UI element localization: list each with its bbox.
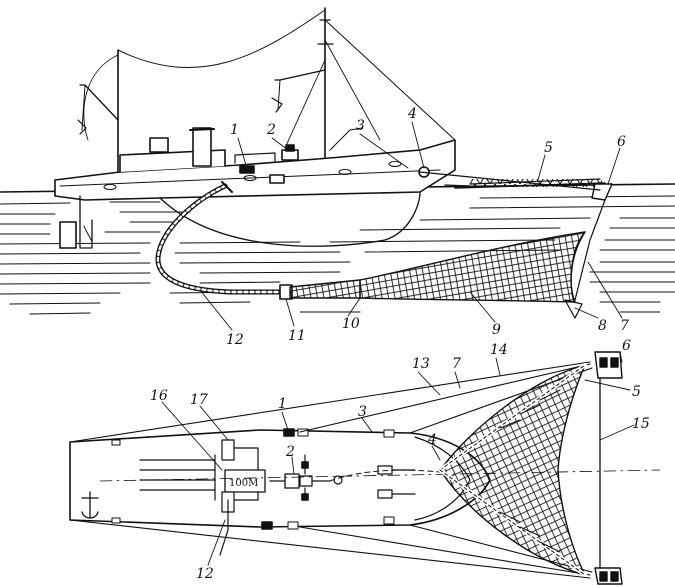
label-16-plan: 16 (150, 388, 168, 404)
winch-plate-text: 100М (229, 478, 258, 489)
label-7-plan: 7 (452, 356, 461, 372)
otter-boards-plan (594, 351, 623, 585)
leader-lines (161, 121, 635, 566)
label-8-side: 8 (598, 318, 607, 334)
label-4-side: 4 (407, 106, 417, 122)
label-12-plan: 12 (196, 566, 214, 582)
label-10-side: 10 (342, 316, 360, 332)
label-2-side: 2 (266, 122, 276, 138)
pump-hose-side (155, 181, 293, 300)
label-4-plan: 4 (427, 432, 437, 448)
trawl-net-side (289, 231, 586, 303)
label-3-side: 3 (356, 118, 365, 134)
trawl-net-plan (438, 363, 587, 577)
label-12-side: 12 (226, 332, 244, 348)
vessel-side-view (54, 7, 456, 249)
label-1-plan: 1 (278, 396, 287, 412)
label-2-plan: 2 (285, 444, 295, 460)
pump-hose-plan (219, 499, 229, 556)
label-3-plan: 3 (358, 404, 367, 420)
label-5-plan: 5 (632, 384, 641, 400)
callout-labels: 1 2 3 4 5 6 7 8 9 10 11 12 13 14 7 6 5 1… (150, 106, 650, 582)
label-11-side: 11 (288, 328, 306, 344)
vessel-plan-view (69, 428, 661, 530)
label-7-side: 7 (620, 318, 629, 334)
label-5-side: 5 (544, 140, 553, 156)
label-6-plan: 6 (622, 338, 631, 354)
label-9-side: 9 (492, 322, 501, 338)
label-6-side: 6 (617, 134, 626, 150)
label-13-plan: 13 (412, 356, 430, 372)
label-15-plan: 15 (632, 416, 650, 432)
label-14-plan: 14 (490, 342, 508, 358)
label-17-plan: 17 (190, 392, 208, 408)
label-1-side: 1 (230, 122, 239, 138)
